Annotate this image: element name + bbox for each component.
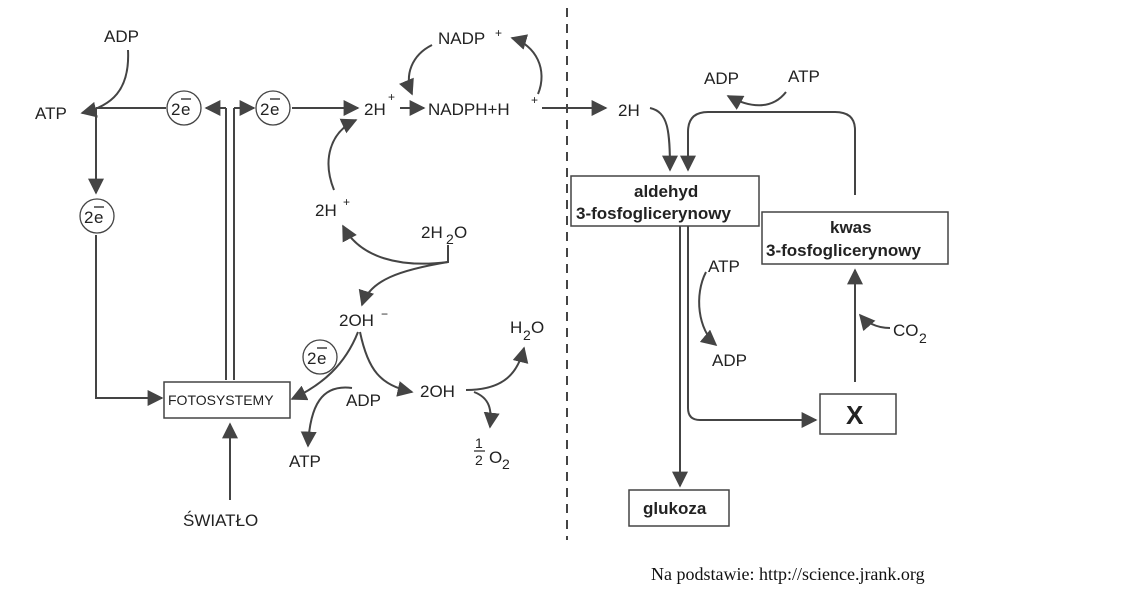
svg-text:2: 2 bbox=[307, 349, 316, 368]
svg-text:O: O bbox=[489, 448, 502, 467]
svg-text:2H: 2H bbox=[315, 201, 337, 220]
svg-text:+: + bbox=[531, 93, 538, 107]
svg-text:kwas: kwas bbox=[830, 218, 872, 237]
label-atp-right-top: ATP bbox=[788, 67, 820, 86]
svg-text:2H: 2H bbox=[364, 100, 386, 119]
arrow-adp-to-atp-lower bbox=[300, 386, 353, 448]
svg-text:3-fosfoglicerynowy: 3-fosfoglicerynowy bbox=[766, 241, 921, 260]
svg-text:2: 2 bbox=[502, 456, 510, 472]
svg-text:FOTOSYSTEMY: FOTOSYSTEMY bbox=[168, 392, 274, 408]
glukoza-box: glukoza bbox=[628, 489, 730, 527]
label-nadp-plus: NADP + bbox=[438, 26, 502, 48]
label-nadph: NADPH+H + bbox=[428, 93, 538, 119]
svg-text:2: 2 bbox=[84, 208, 93, 227]
label-h2o: H 2 O bbox=[510, 318, 544, 343]
svg-text:2OH: 2OH bbox=[339, 311, 374, 330]
label-2oh: 2OH bbox=[420, 382, 455, 401]
arrow-atp-to-adp-top bbox=[726, 91, 787, 110]
svg-text:2: 2 bbox=[446, 231, 454, 247]
electron-circle: 2 e bbox=[166, 90, 202, 126]
label-atp-left: ATP bbox=[35, 104, 67, 123]
svg-text:2: 2 bbox=[919, 330, 927, 346]
electron-circle: 2 e bbox=[255, 90, 291, 126]
source-caption: Na podstawie: http://science.jrank.org bbox=[651, 564, 925, 584]
arrow-atp-to-adp-mid bbox=[698, 271, 718, 347]
electron-circle: 2 e bbox=[302, 339, 338, 375]
arrow-nadp-loop-in bbox=[399, 44, 433, 96]
svg-text:NADPH+H: NADPH+H bbox=[428, 100, 510, 119]
svg-text:e: e bbox=[94, 208, 103, 227]
label-co2: CO 2 bbox=[893, 321, 927, 346]
svg-text:e: e bbox=[181, 100, 190, 119]
label-adp-mid: ADP bbox=[346, 391, 381, 410]
label-2h-plus: 2H + bbox=[364, 90, 395, 119]
svg-text:O: O bbox=[454, 223, 467, 242]
electron-circle: 2 e bbox=[79, 198, 115, 234]
svg-text:NADP: NADP bbox=[438, 29, 485, 48]
label-half-o2: 1 2 O 2 bbox=[474, 435, 510, 472]
label-adp-right-mid: ADP bbox=[712, 351, 747, 370]
arrow-adp-to-atp bbox=[80, 49, 130, 118]
arrow-water-to-oh bbox=[358, 261, 449, 307]
label-2h-right: 2H bbox=[618, 101, 640, 120]
arrow-2h-to-aldehyd bbox=[649, 107, 678, 172]
svg-text:1: 1 bbox=[475, 435, 483, 451]
svg-text:−: − bbox=[381, 307, 388, 321]
label-water: 2H 2 O bbox=[421, 223, 467, 247]
label-2h-plus-lower: 2H + bbox=[315, 195, 350, 220]
svg-text:+: + bbox=[343, 195, 350, 209]
svg-text:2: 2 bbox=[475, 452, 483, 468]
aldehyd-box: aldehyd 3-fosfoglicerynowy bbox=[570, 175, 760, 227]
arrow-2h-up bbox=[327, 118, 358, 191]
arrow-2oh-to-h2o bbox=[465, 346, 529, 391]
svg-text:2: 2 bbox=[523, 327, 531, 343]
svg-text:e: e bbox=[317, 349, 326, 368]
label-atp-right-mid: ATP bbox=[708, 257, 740, 276]
arrow-electron-to-fotosystemy bbox=[95, 235, 164, 406]
svg-text:+: + bbox=[495, 26, 502, 40]
arrow-oh-to-2oh bbox=[359, 331, 414, 397]
svg-text:2: 2 bbox=[260, 100, 269, 119]
svg-text:H: H bbox=[510, 318, 522, 337]
arrow-co2-in bbox=[858, 313, 891, 332]
arrow-aldehyd-to-x bbox=[687, 226, 818, 428]
svg-text:2: 2 bbox=[171, 100, 180, 119]
svg-text:CO: CO bbox=[893, 321, 919, 340]
svg-text:X: X bbox=[846, 400, 864, 430]
svg-text:aldehyd: aldehyd bbox=[634, 182, 698, 201]
label-adp-top: ADP bbox=[104, 27, 139, 46]
label-atp-bottom: ATP bbox=[289, 452, 321, 471]
arrow-nadp-loop-out bbox=[510, 34, 543, 95]
label-oh-minus: 2OH − bbox=[339, 307, 388, 330]
label-adp-right-top: ADP bbox=[704, 69, 739, 88]
svg-text:3-fosfoglicerynowy: 3-fosfoglicerynowy bbox=[576, 204, 731, 223]
label-swiatlo: ŚWIATŁO bbox=[183, 511, 258, 530]
svg-text:+: + bbox=[388, 90, 395, 104]
arrow-2oh-to-o2 bbox=[473, 391, 500, 429]
fotosystemy-box: FOTOSYSTEMY bbox=[163, 381, 291, 419]
arrow-kwas-to-aldehyd bbox=[680, 111, 856, 195]
svg-text:e: e bbox=[270, 100, 279, 119]
svg-text:glukoza: glukoza bbox=[643, 499, 707, 518]
svg-text:2H: 2H bbox=[421, 223, 443, 242]
x-box: X bbox=[819, 393, 897, 435]
arrow-oh-to-fotosystemy bbox=[290, 331, 359, 401]
svg-text:O: O bbox=[531, 318, 544, 337]
kwas-box: kwas 3-fosfoglicerynowy bbox=[761, 211, 949, 265]
